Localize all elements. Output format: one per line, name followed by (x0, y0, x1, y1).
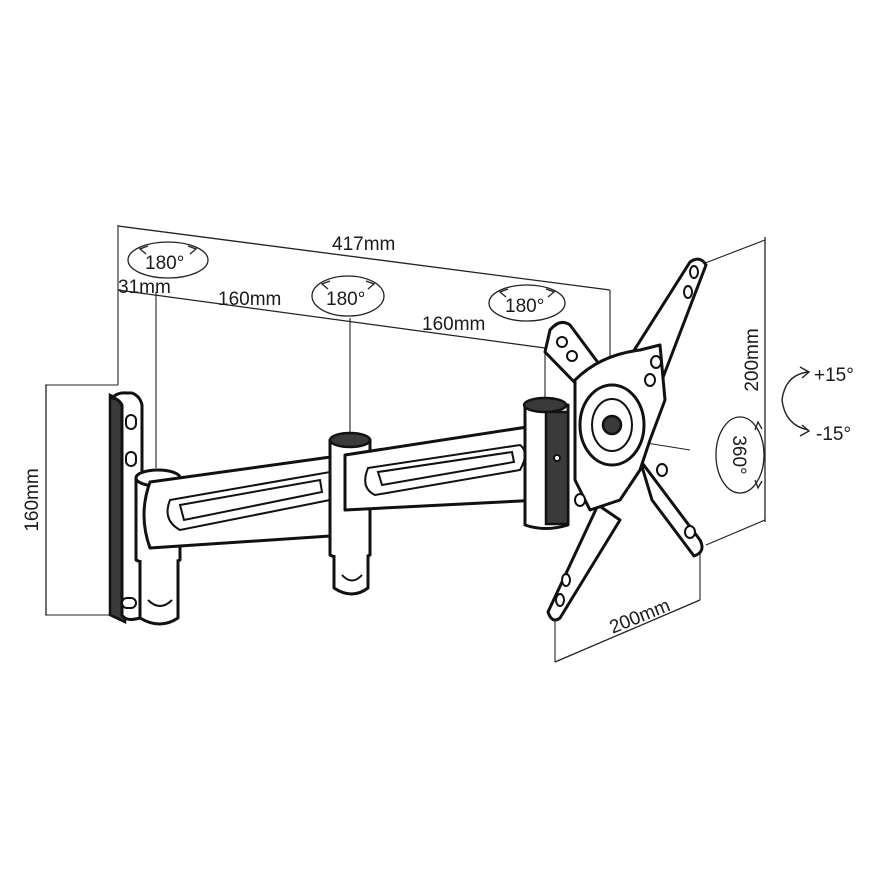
wall-screw-hole-bottom (121, 597, 137, 609)
tilt-indicator (781, 366, 811, 437)
head-pivot-screw (553, 454, 561, 462)
extension-line-vesa-bottom (705, 519, 766, 546)
label-rotation: 360° (728, 435, 749, 474)
label-arm2-length: 160mm (422, 314, 485, 335)
label-plate-height: 160mm (22, 468, 43, 531)
label-middle-swivel: 180° (326, 289, 365, 310)
arm-2 (343, 423, 542, 512)
wall-screw-hole-top (125, 414, 137, 430)
extension-line-vesa-top (699, 239, 766, 266)
head-swivel-indicator (488, 284, 566, 322)
label-vesa-horizontal: 200mm (607, 595, 674, 638)
arm-1 (142, 453, 347, 550)
label-vesa-vertical: 200mm (742, 328, 763, 391)
head-pivot (522, 396, 570, 530)
vesa-plate (543, 257, 708, 622)
label-overall-length: 417mm (332, 234, 395, 255)
label-head-swivel: 180° (505, 296, 544, 317)
dimension-line-overall (117, 225, 611, 291)
wall-screw-hole-middle (125, 451, 137, 467)
label-wall-offset: 31mm (118, 277, 171, 298)
label-arm1-length: 160mm (218, 289, 281, 310)
dimension-line-arms (117, 289, 546, 349)
middle-swivel-indicator (311, 275, 385, 317)
wall-swivel-indicator (127, 241, 209, 279)
label-wall-swivel: 180° (145, 253, 184, 274)
label-tilt-down: -15° (816, 424, 851, 445)
rotation-indicator (715, 416, 765, 494)
label-tilt-up: +15° (814, 365, 854, 386)
dimension-line-vesa-horizontal (554, 599, 701, 663)
